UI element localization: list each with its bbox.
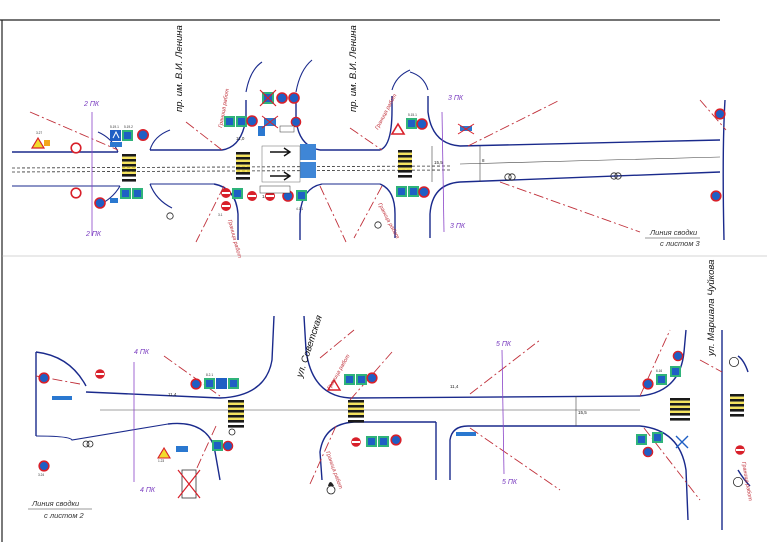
upper-red-work-boundaries	[29, 99, 727, 243]
picket-labels: 2 ПК 2 ПК 3 ПК 3 ПК 4 ПК 4 ПК 5 ПК 5 ПК	[83, 95, 518, 494]
svg-text:8.2.1: 8.2.1	[206, 373, 213, 377]
border-label-5: Граница работ	[327, 353, 352, 391]
sign-group-lenina-top	[259, 89, 302, 133]
street-labels: пр. им. В.И. Ленина пр. им. В.И. Ленина …	[174, 25, 717, 380]
border-label-6: Граница работ	[324, 451, 343, 491]
svg-text:15,5: 15,5	[434, 160, 443, 165]
pk3-label-bottom: 3 ПК	[450, 223, 466, 230]
sign-group-lenina-right	[390, 118, 475, 198]
pk5-label-top: 5 ПК	[496, 341, 512, 348]
street-label-chuykova: ул. Маршала Чуйкова	[706, 260, 717, 357]
sign-pair-pk2-bottom	[70, 187, 143, 209]
svg-text:5.19.1: 5.19.1	[110, 125, 119, 129]
street-label-lenina-left: пр. им. В.И. Ленина	[174, 25, 185, 112]
upper-street-lamps	[166, 172, 622, 229]
lower-crosswalks	[228, 394, 744, 428]
sign-far-right-top	[710, 108, 726, 202]
border-label-4: Граница работ	[376, 202, 400, 240]
border-label-3: Граница работ	[226, 219, 242, 259]
svg-text:11,4: 11,4	[450, 384, 459, 389]
svg-text:15,5: 15,5	[578, 410, 587, 415]
match-line-sheet2-line2: с листом 2	[44, 511, 85, 520]
lower-signs	[38, 350, 745, 499]
pk2-label-bottom: 2 ПК	[85, 231, 102, 238]
svg-text:5.19.2: 5.19.2	[124, 125, 133, 129]
sign-group-lenina-left	[221, 115, 307, 211]
upper-lane-arrows	[261, 144, 316, 183]
pk3-label-top: 3 ПК	[448, 95, 464, 102]
sign-pair-pk2-top	[30, 129, 150, 154]
svg-text:6.16: 6.16	[656, 369, 662, 373]
svg-text:1.23: 1.23	[158, 459, 164, 463]
match-line-labels: Линия сводки с листом 3 Линия сводки с л…	[28, 228, 701, 520]
pk2-label-top: 2 ПК	[83, 101, 100, 108]
upper-signs	[30, 89, 726, 229]
svg-text:11,0: 11,0	[236, 136, 245, 141]
svg-text:5.15.1: 5.15.1	[408, 113, 417, 117]
street-label-sovetskaya: ул. Советская	[294, 314, 325, 380]
street-label-lenina-right: пр. им. В.И. Ленина	[348, 25, 359, 112]
match-line-sheet2-line1: Линия сводки	[31, 499, 80, 508]
svg-text:3.24: 3.24	[38, 473, 44, 477]
svg-text:11,4: 11,4	[168, 392, 177, 397]
svg-text:3.1: 3.1	[218, 213, 223, 217]
lower-picket-lines	[133, 349, 505, 482]
pk4-label-top: 4 ПК	[134, 349, 150, 356]
upper-crosswalks	[122, 150, 412, 182]
lower-dimension-marks: 15,5 11,4 11,4	[168, 384, 587, 426]
upper-road	[11, 59, 726, 241]
pk4-label-bottom: 4 ПК	[140, 487, 156, 494]
upper-picket-lines	[91, 111, 445, 236]
match-line-sheet3-line2: с листом 3	[660, 239, 701, 248]
match-line-sheet3-line1: Линия сводки	[649, 228, 698, 237]
pk5-label-bottom: 5 ПК	[502, 479, 518, 486]
svg-text:4.1.1: 4.1.1	[296, 207, 303, 211]
svg-text:3.27: 3.27	[36, 131, 42, 135]
sign-code-labels: 5.19.1 5.19.2 3.27 3.1 4.1.1 5.15.1 8.2.…	[36, 113, 662, 477]
svg-text:8: 8	[482, 158, 485, 163]
border-label-2: Граница работ	[374, 93, 398, 131]
